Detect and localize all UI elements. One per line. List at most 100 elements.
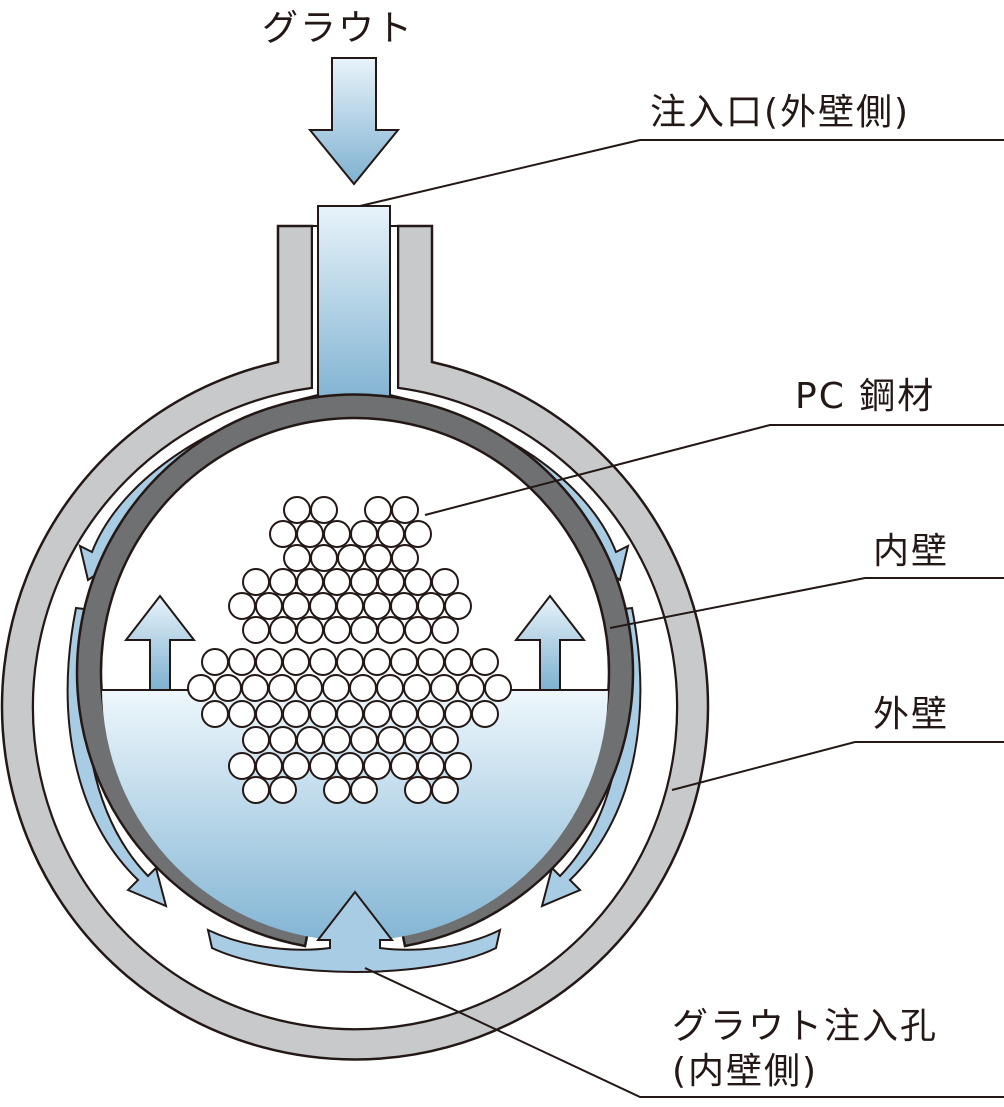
strand-wire [444, 592, 472, 620]
strand-wire [390, 592, 418, 620]
label-grout: グラウト [262, 8, 414, 49]
strand-wire [323, 616, 351, 644]
strand-wire [350, 616, 378, 644]
strand-wire [309, 752, 337, 780]
strand-wire [390, 752, 418, 780]
strand-wire [350, 520, 378, 548]
strand-wire [336, 592, 364, 620]
strand-wire [471, 648, 499, 676]
strand-wire [269, 568, 297, 596]
strand-wire [350, 726, 378, 754]
strand-wire [430, 674, 458, 702]
strand-wire [323, 520, 351, 548]
strand-wire [283, 496, 311, 524]
strand-wire [255, 648, 283, 676]
strand-wire [337, 544, 365, 572]
strand-wire [296, 726, 324, 754]
strand-wire [376, 674, 404, 702]
label-outer-wall: 外壁 [873, 694, 949, 735]
strand-wire [269, 520, 297, 548]
leader-outer-wall [671, 741, 1004, 791]
strand-wire [296, 568, 324, 596]
strand-wire [350, 776, 378, 804]
strand-wire [484, 674, 512, 702]
strand-wire [309, 648, 337, 676]
strand-wire [228, 648, 256, 676]
strand-wire [404, 616, 432, 644]
strand-wire [336, 752, 364, 780]
leader-inlet [359, 139, 1004, 207]
strand-wire [187, 674, 215, 702]
strand-wire [201, 700, 229, 728]
inlet-pipe [317, 205, 391, 407]
strand-wire [404, 726, 432, 754]
inner-wall [75, 393, 635, 948]
label-injection-hole-line2: (内壁側) [672, 1051, 818, 1092]
strand-wire [228, 592, 256, 620]
strand-wire [242, 776, 270, 804]
strand-wire [201, 648, 229, 676]
strand-wire [310, 544, 338, 572]
strand-wire [295, 674, 323, 702]
strand-wire [310, 496, 338, 524]
strand-wire [417, 648, 445, 676]
leader-pc-steel [424, 424, 1004, 516]
strand-wire [296, 616, 324, 644]
strand-wire [323, 568, 351, 596]
strand-wire [391, 496, 419, 524]
strand-wire [242, 726, 270, 754]
strand-wire [255, 592, 283, 620]
strand-wire [283, 544, 311, 572]
injection-hole-flow [206, 890, 502, 974]
strand-wire [323, 776, 351, 804]
leader-inner-wall [609, 577, 1004, 629]
grout-inflow-arrow [307, 57, 401, 186]
strand-wire [282, 592, 310, 620]
label-injection-hole-line1: グラウト注入孔 [672, 1006, 938, 1047]
label-inlet: 注入口(外壁側) [650, 92, 910, 133]
strand-wire [431, 616, 459, 644]
strand-wire [269, 726, 297, 754]
strand-wire [255, 700, 283, 728]
strand-wire [282, 648, 310, 676]
strand-wire [471, 700, 499, 728]
strand-wire [457, 674, 485, 702]
strand-wire [363, 752, 391, 780]
strand-wire [404, 776, 432, 804]
strand-wire [417, 592, 445, 620]
strand-wire [404, 568, 432, 596]
strand-wire [403, 674, 431, 702]
strand-wire [336, 648, 364, 676]
strand-wire [377, 616, 405, 644]
strand-wire [322, 674, 350, 702]
strand-wire [242, 568, 270, 596]
strand-wire [242, 616, 270, 644]
leader-injection-hole [364, 967, 1004, 1098]
pc-steel-strands [187, 496, 512, 804]
strand-wire [269, 776, 297, 804]
strand-wire [364, 544, 392, 572]
strand-wire [269, 616, 297, 644]
strand-wire [431, 726, 459, 754]
strand-wire [363, 592, 391, 620]
strand-wire [349, 674, 377, 702]
strand-wire [228, 752, 256, 780]
strand-wire [350, 568, 378, 596]
strand-wire [417, 700, 445, 728]
strand-wire [444, 752, 472, 780]
strand-wire [241, 674, 269, 702]
strand-wire [363, 700, 391, 728]
strand-wire [282, 752, 310, 780]
strand-wire [309, 592, 337, 620]
strand-wire [296, 520, 324, 548]
strand-wire [444, 648, 472, 676]
strand-wire [377, 568, 405, 596]
label-inner-wall: 内壁 [873, 531, 949, 572]
strand-wire [268, 674, 296, 702]
strand-wire [336, 700, 364, 728]
strand-wire [228, 700, 256, 728]
strand-wire [404, 520, 432, 548]
strand-wire [214, 674, 242, 702]
strand-wire [377, 726, 405, 754]
